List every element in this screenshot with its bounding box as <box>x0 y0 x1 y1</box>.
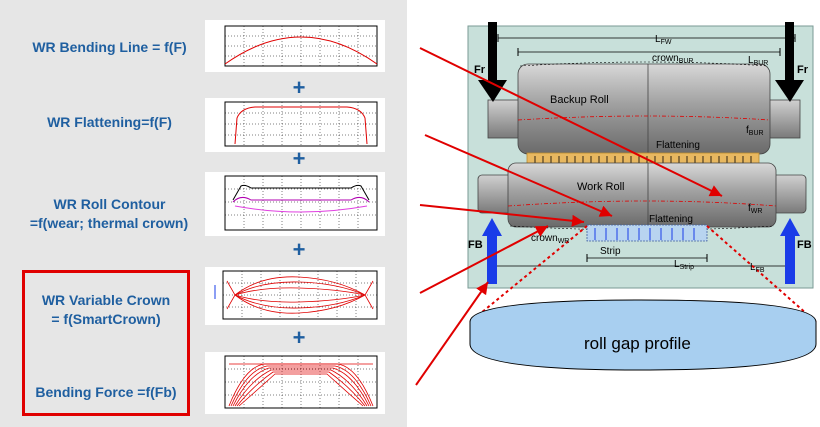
label-f-bur: fBUR <box>746 125 764 137</box>
roll-contour-plot <box>205 172 385 236</box>
label-strip: Strip <box>600 246 621 257</box>
label-l-fb: LFB <box>750 262 765 274</box>
work-roll-neck-right <box>771 174 807 214</box>
label-l-fw: LFW <box>655 34 672 46</box>
plus-sign: + <box>292 75 306 100</box>
variable-crown-plot <box>205 267 385 325</box>
plus-sign: + <box>292 325 306 350</box>
label-wr-variable-crown-formula: = f(SmartCrown) <box>51 311 161 327</box>
label-crown-wr: crownWR <box>531 233 569 245</box>
bending-line-plot <box>205 20 385 72</box>
highlight-box <box>22 270 190 416</box>
label-backup-roll: Backup Roll <box>550 94 609 106</box>
bending-force-plot <box>205 352 385 414</box>
strip <box>586 224 708 242</box>
label-fb-left: FB <box>468 239 483 251</box>
backup-roll-neck-right <box>765 99 801 139</box>
label-flattening-bottom: Flattening <box>649 214 693 225</box>
label-wr-roll-contour-formula: =f(wear; thermal crown) <box>29 215 189 231</box>
label-fr-left: Fr <box>474 64 486 76</box>
label-fr-right: Fr <box>797 64 809 76</box>
label-wr-flattening: WR Flattening=f(F) <box>47 114 172 130</box>
label-crown-bur: crownBUR <box>652 53 693 65</box>
label-bending-force: Bending Force =f(Fb) <box>35 384 177 400</box>
label-wr-bending-line: WR Bending Line = f(F) <box>32 39 187 55</box>
roll-gap-profile-shape <box>469 299 817 371</box>
backup-roll-neck-left <box>487 99 523 139</box>
backup-roll <box>517 63 771 155</box>
label-flattening-top: Flattening <box>656 140 700 151</box>
arrow-flattening <box>424 134 613 217</box>
label-l-strip: LStrip <box>674 259 694 271</box>
plus-sign: + <box>292 237 306 262</box>
arrow-variable-crown <box>419 225 549 294</box>
arrow-bending-line <box>419 47 723 197</box>
arrow-bending-force <box>415 281 489 386</box>
plus-sign: + <box>292 146 306 171</box>
arrow-roll-contour <box>419 204 585 227</box>
label-wr-roll-contour: WR Roll Contour <box>53 196 166 212</box>
work-roll-neck-left <box>477 174 513 214</box>
label-work-roll: Work Roll <box>577 181 624 193</box>
label-f-wr: fWR <box>748 203 762 215</box>
label-roll-gap-profile: roll gap profile <box>584 334 691 353</box>
label-l-bur: LBUR <box>748 55 768 67</box>
flattening-plot <box>205 98 385 152</box>
label-wr-variable-crown: WR Variable Crown <box>41 292 171 308</box>
label-fb-right: FB <box>797 239 812 251</box>
